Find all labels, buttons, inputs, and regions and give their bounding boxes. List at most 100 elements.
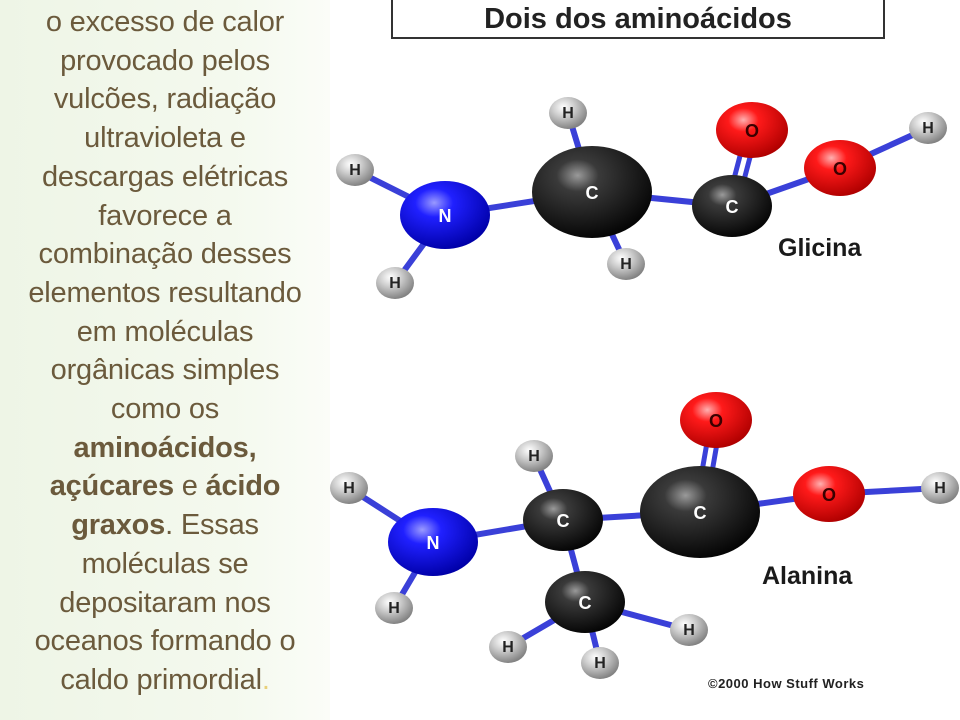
text-line: combinação desses bbox=[38, 238, 292, 271]
atom-letter: H bbox=[562, 105, 574, 122]
atom-sphere bbox=[400, 181, 490, 249]
atom-o: O bbox=[804, 140, 876, 196]
atom-letter: O bbox=[822, 485, 836, 505]
text-line: ultravioleta e bbox=[84, 122, 246, 155]
text-segment: ácido bbox=[205, 470, 281, 503]
atom-h: H bbox=[515, 440, 553, 472]
atom-sphere bbox=[489, 631, 527, 663]
text-line: como os bbox=[110, 393, 220, 426]
atom-letter: C bbox=[586, 183, 599, 203]
text-line: descargas elétricas bbox=[41, 160, 289, 193]
atom-sphere bbox=[804, 140, 876, 196]
atom-sphere bbox=[376, 267, 414, 299]
diagram-title: Dois dos aminoácidos bbox=[391, 0, 885, 39]
atom-h: H bbox=[376, 267, 414, 299]
atom-letter: H bbox=[349, 162, 361, 179]
atom-h: H bbox=[909, 112, 947, 144]
text-line: açúcares e ácido bbox=[0, 467, 330, 506]
text-segment: e bbox=[173, 470, 206, 503]
atom-sphere bbox=[336, 154, 374, 186]
atom-sphere bbox=[545, 571, 625, 633]
atom-letter: H bbox=[388, 600, 400, 617]
atom-letter: O bbox=[709, 411, 723, 431]
atom-h: H bbox=[581, 647, 619, 679]
atom-letter: H bbox=[343, 480, 355, 497]
atom-h: H bbox=[670, 614, 708, 646]
text-line: graxos. Essas bbox=[0, 506, 330, 545]
text-line: moléculas se bbox=[0, 545, 330, 584]
atom-letter: H bbox=[922, 120, 934, 137]
atom-o: O bbox=[793, 466, 865, 522]
text-segment: . Essas bbox=[165, 509, 259, 542]
atom-o: O bbox=[680, 392, 752, 448]
atom-sphere bbox=[549, 97, 587, 129]
text-line: depositaram nos bbox=[0, 584, 330, 623]
atom-sphere bbox=[680, 392, 752, 448]
atom-sphere bbox=[581, 647, 619, 679]
text-line: o excesso de calor bbox=[45, 6, 285, 38]
atom-sphere bbox=[692, 175, 772, 237]
left-text-panel: o excesso de calor provocado pelos vulcões… bbox=[0, 0, 330, 720]
atom-c: C bbox=[640, 466, 760, 558]
text-line: em moléculas bbox=[76, 315, 254, 348]
atom-sphere bbox=[909, 112, 947, 144]
atom-sphere bbox=[793, 466, 865, 522]
text-line: provocado pelos bbox=[60, 44, 270, 77]
text-segment: graxos bbox=[71, 509, 166, 542]
atom-sphere bbox=[640, 466, 760, 558]
atom-h: H bbox=[607, 248, 645, 280]
text-line: oceanos formando o bbox=[0, 622, 330, 661]
text-line: vulcões, radiação bbox=[53, 83, 277, 116]
text-segment: . bbox=[261, 663, 270, 696]
atom-letter: H bbox=[620, 256, 632, 273]
text-line: elementos resultando bbox=[28, 276, 302, 309]
atom-h: H bbox=[330, 472, 368, 504]
atom-sphere bbox=[607, 248, 645, 280]
atom-c: C bbox=[523, 489, 603, 551]
atom-letter: C bbox=[579, 593, 592, 613]
atom-letter: H bbox=[502, 639, 514, 656]
atom-h: H bbox=[375, 592, 413, 624]
atom-c: C bbox=[545, 571, 625, 633]
atom-letter: C bbox=[694, 503, 707, 523]
atom-h: H bbox=[336, 154, 374, 186]
text-segment: oceanos formando o bbox=[34, 625, 296, 658]
molecule-label-alanina: Alanina bbox=[762, 562, 853, 590]
atom-letter: O bbox=[745, 121, 759, 141]
atom-letter: O bbox=[833, 159, 847, 179]
description-text: o excesso de calor provocado pelos vulcões… bbox=[0, 3, 330, 700]
atom-letter: N bbox=[439, 206, 452, 226]
atom-sphere bbox=[375, 592, 413, 624]
text-line: aminoácidos, bbox=[0, 429, 330, 468]
atom-c: C bbox=[532, 146, 652, 238]
atom-sphere bbox=[716, 102, 788, 158]
atom-sphere bbox=[670, 614, 708, 646]
atom-letter: N bbox=[427, 533, 440, 553]
text-segment: caldo primordial bbox=[60, 663, 262, 696]
atom-letter: H bbox=[934, 480, 946, 497]
atom-n: N bbox=[400, 181, 490, 249]
copyright-notice: ©2000 How Stuff Works bbox=[708, 676, 865, 691]
text-line: orgânicas simples bbox=[50, 354, 280, 387]
atom-c: C bbox=[692, 175, 772, 237]
atom-sphere bbox=[532, 146, 652, 238]
atom-letter: H bbox=[683, 622, 695, 639]
atom-letter: C bbox=[557, 511, 570, 531]
atom-o: O bbox=[716, 102, 788, 158]
atom-h: H bbox=[549, 97, 587, 129]
atom-letter: H bbox=[528, 448, 540, 465]
atom-h: H bbox=[489, 631, 527, 663]
atom-letter: H bbox=[594, 655, 606, 672]
atom-sphere bbox=[515, 440, 553, 472]
atom-sphere bbox=[388, 508, 478, 576]
atom-n: N bbox=[388, 508, 478, 576]
text-segment: depositaram nos bbox=[59, 586, 271, 619]
atom-sphere bbox=[921, 472, 959, 504]
text-segment: açúcares bbox=[49, 470, 174, 503]
text-line: favorece a bbox=[98, 199, 232, 232]
atom-letter: C bbox=[726, 197, 739, 217]
atom-h: H bbox=[921, 472, 959, 504]
text-segment: moléculas se bbox=[81, 547, 249, 580]
text-line: caldo primordial. bbox=[0, 661, 330, 700]
